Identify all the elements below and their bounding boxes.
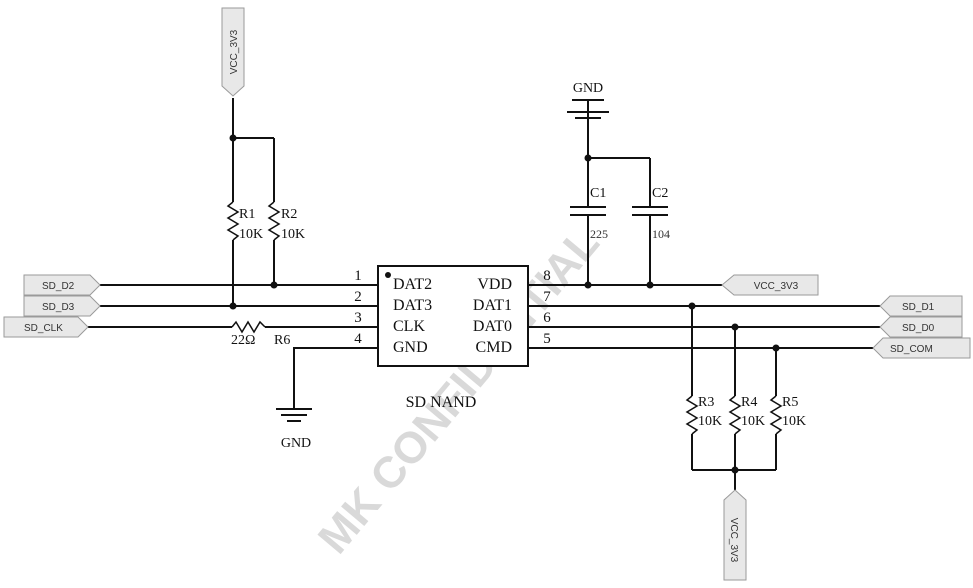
- pin-number-8: 8: [543, 268, 551, 284]
- r3-ref: R3: [698, 395, 714, 410]
- sd-com-label: SD_COM: [890, 344, 933, 355]
- net-flag-sd-d1: SD_D1: [879, 295, 963, 317]
- pin-name-gnd: GND: [393, 339, 428, 356]
- pin-name-cmd: CMD: [476, 339, 512, 356]
- chip-name: SD NAND: [406, 394, 477, 411]
- vcc-bottom-label: VCC_3V3: [728, 518, 739, 563]
- pin-number-3: 3: [354, 310, 362, 326]
- pin1-marker: [385, 272, 391, 278]
- pin-name-clk: CLK: [393, 318, 425, 335]
- net-flag-sd-d3: SD_D3: [23, 295, 101, 317]
- r6-value: 22Ω: [231, 333, 255, 348]
- pin-number-2: 2: [354, 289, 362, 305]
- vcc-right-label: VCC_3V3: [754, 281, 799, 292]
- gnd-label-bottom: GND: [281, 436, 311, 451]
- sd-d0-label: SD_D0: [902, 323, 935, 334]
- gnd-label-top: GND: [573, 81, 603, 96]
- net-flag-sd-d0: SD_D0: [879, 316, 963, 338]
- pin-name-dat2: DAT2: [393, 276, 432, 293]
- r2-value: 10K: [281, 227, 305, 242]
- r3-value: 10K: [698, 414, 722, 429]
- c2-value: 104: [652, 227, 670, 241]
- r5-ref: R5: [782, 395, 798, 410]
- r4-value: 10K: [741, 414, 765, 429]
- c1-value: 225: [590, 227, 608, 241]
- vcc-top-label: VCC_3V3: [229, 29, 240, 74]
- c1-ref: C1: [590, 186, 606, 201]
- sd-d2-label: SD_D2: [42, 281, 75, 292]
- pin-number-7: 7: [543, 289, 551, 305]
- net-flag-sd-clk: SD_CLK: [3, 316, 89, 338]
- r1-value: 10K: [239, 227, 263, 242]
- r2-ref: R2: [281, 207, 297, 222]
- net-flag-sd-d2: SD_D2: [23, 274, 101, 296]
- pullup-r1-r2: [226, 98, 281, 310]
- pin-name-dat1: DAT1: [473, 297, 512, 314]
- vcc-flag-top: VCC_3V3: [221, 7, 245, 97]
- sd-d1-label: SD_D1: [902, 302, 935, 313]
- sd-clk-label: SD_CLK: [24, 323, 63, 334]
- sd-nand-chip: SD NAND DAT2 DAT3 CLK GND VDD DAT1 DAT0 …: [354, 265, 551, 411]
- r5-value: 10K: [782, 414, 806, 429]
- pin-name-dat3: DAT3: [393, 297, 432, 314]
- r6-ref: R6: [274, 333, 290, 348]
- vcc-flag-bottom: VCC_3V3: [723, 489, 747, 581]
- r4-ref: R4: [741, 395, 757, 410]
- c2-ref: C2: [652, 186, 668, 201]
- net-flag-vcc-right: VCC_3V3: [721, 274, 819, 296]
- r1-ref: R1: [239, 207, 255, 222]
- pin-number-5: 5: [543, 331, 551, 347]
- pin-number-4: 4: [354, 331, 362, 347]
- pin-number-1: 1: [354, 268, 362, 284]
- pin-name-vdd: VDD: [477, 276, 512, 293]
- right-wires: [528, 99, 880, 490]
- pin-number-6: 6: [543, 310, 551, 326]
- net-flag-sd-com: SD_COM: [872, 337, 971, 359]
- pin-name-dat0: DAT0: [473, 318, 512, 335]
- left-wires: [88, 284, 378, 422]
- sd-d3-label: SD_D3: [42, 302, 75, 313]
